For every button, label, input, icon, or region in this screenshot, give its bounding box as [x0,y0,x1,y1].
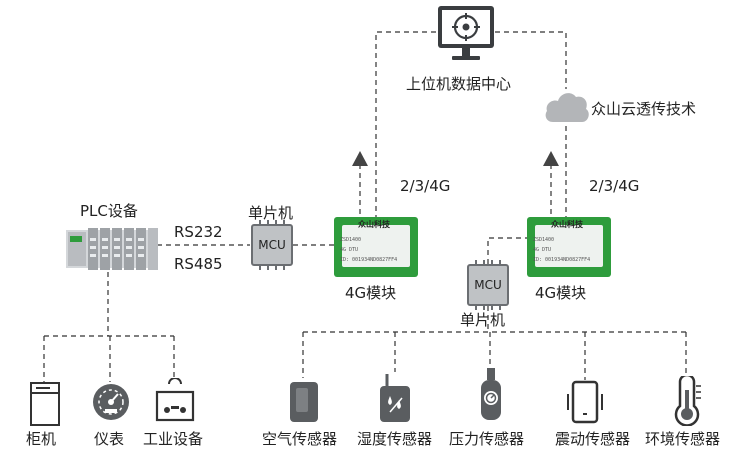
mcu-chip-text: MCU [474,278,502,292]
cabinet-icon [30,382,60,426]
module-model: ZSD1400 [533,237,555,243]
plc-device-label-0: 柜机 [26,430,57,448]
module-right-label: 4G模块 [535,284,587,302]
mcu-top-label: 单片机 [248,204,294,222]
module-brand: 众山科技 [358,220,390,229]
module-model: ZSD1400 [340,237,362,243]
network-label-right: 2/3/4G [589,177,640,195]
module-brand: 众山科技 [551,220,583,229]
plc-device-icon [66,228,158,270]
plc-device-label-2: 工业设备 [143,430,204,448]
vibration-sensor-icon [567,380,603,424]
rs232-label: RS232 [174,223,223,241]
mcu-chip-text: MCU [258,238,286,252]
rs485-label: RS485 [174,255,223,273]
sensor-label-0: 空气传感器 [262,430,338,448]
cloud-tech-label: 众山云透传技术 [591,100,697,118]
sensor-label-3: 震动传感器 [555,430,631,448]
thermometer-icon [674,376,701,426]
module-id: ID: 001934ND0827FF4 [340,257,398,263]
mcu-chip-top: MCU [251,220,293,270]
module-sub: 4G DTU [533,247,552,253]
module-left-label: 4G模块 [345,284,397,302]
mcu-bottom-label: 单片机 [460,311,506,329]
4g-module-board-left: 众山科技 ZSD1400 4G DTU ID: 001934ND0827FF4 [334,217,418,277]
module-sub: 4G DTU [340,247,359,253]
module-id: ID: 001934ND0827FF4 [533,257,591,263]
humidity-sensor-icon [380,374,410,422]
monitor-icon [438,6,494,60]
mcu-chip-bottom: MCU [467,260,509,310]
plc-label: PLC设备 [80,202,138,220]
network-label-left: 2/3/4G [400,177,451,195]
meter-icon [93,384,129,420]
cloud-icon [545,93,589,122]
pressure-sensor-icon [481,368,501,420]
data-center-label: 上位机数据中心 [406,75,512,93]
sensor-label-4: 环境传感器 [645,430,721,448]
air-sensor-icon [290,382,318,422]
4g-module-board-right: 众山科技 ZSD1400 4G DTU ID: 001934ND0827FF4 [527,217,611,277]
sensor-label-2: 压力传感器 [449,430,525,448]
industrial-device-icon [155,378,195,422]
plc-device-label-1: 仪表 [94,430,125,448]
sensor-label-1: 湿度传感器 [357,430,433,448]
